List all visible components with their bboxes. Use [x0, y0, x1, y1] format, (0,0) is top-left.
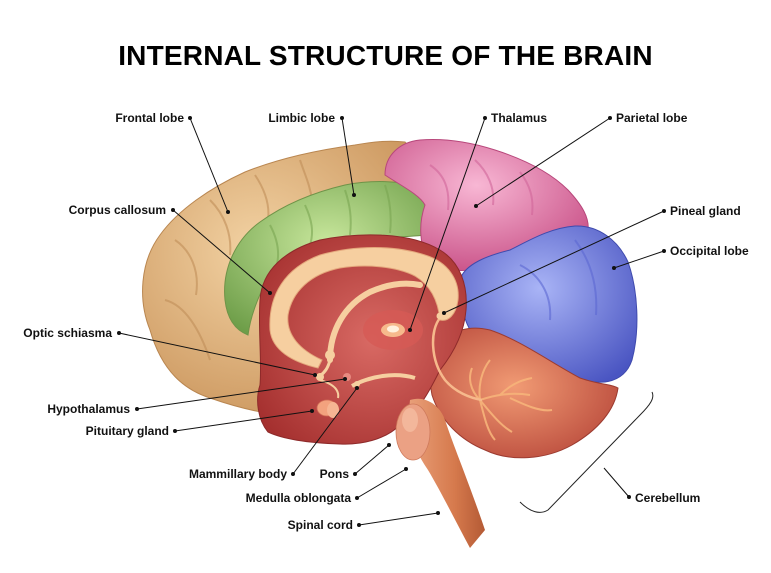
- fornix-shape: [327, 280, 423, 363]
- label-pineal-gland: Pineal gland: [670, 204, 741, 218]
- label-spinal-cord: Spinal cord: [288, 518, 353, 532]
- label-occipital-lobe: Occipital lobe: [670, 244, 749, 258]
- label-cerebellum: Cerebellum: [635, 491, 700, 505]
- inner-brain-shape: [257, 234, 467, 445]
- pineal-gland-shape: [431, 317, 483, 402]
- label-optic-schiasma: Optic schiasma: [23, 326, 112, 340]
- label-parietal-lobe: Parietal lobe: [616, 111, 688, 125]
- arbor-vitae: [469, 359, 553, 441]
- corpus-callosum-shape: [269, 247, 459, 369]
- label-frontal-lobe: Frontal lobe: [115, 111, 184, 125]
- label-medulla-oblongata: Medulla oblongata: [246, 491, 352, 505]
- leader-lines: [117, 116, 666, 527]
- label-corpus-callosum: Corpus callosum: [69, 203, 166, 217]
- label-mammillary-body: Mammillary body: [189, 467, 287, 481]
- label-pituitary-gland: Pituitary gland: [86, 424, 169, 438]
- label-hypothalamus: Hypothalamus: [47, 402, 130, 416]
- label-thalamus: Thalamus: [491, 111, 547, 125]
- mammillary-body-shape: [354, 381, 360, 387]
- page-title: INTERNAL STRUCTURE OF THE BRAIN: [118, 40, 653, 71]
- cerebellum-bracket: [519, 391, 654, 513]
- label-pons: Pons: [320, 467, 350, 481]
- label-limbic-lobe: Limbic lobe: [268, 111, 335, 125]
- optic-schiasma-shape: [316, 373, 324, 381]
